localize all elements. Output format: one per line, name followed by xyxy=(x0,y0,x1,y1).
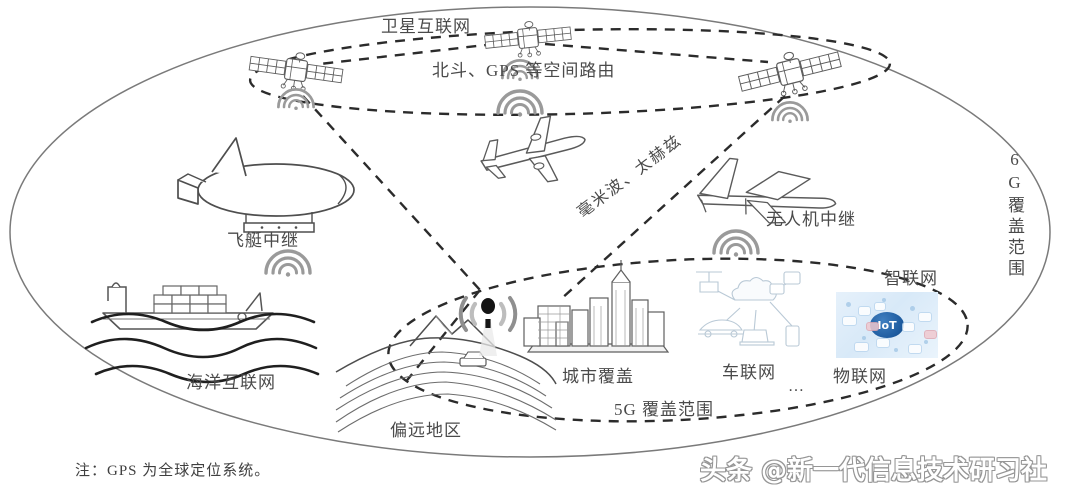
label-vehicle-network: 车联网 xyxy=(722,363,776,382)
satellite-right-signal-icon xyxy=(771,101,809,125)
iot-node-dot xyxy=(882,298,886,302)
satellite-left-signal-icon xyxy=(277,88,315,112)
link-right-sat-to-ground xyxy=(559,95,786,301)
airplane-icon xyxy=(480,115,586,183)
label-space-routing: 北斗、GPS 等空间路由 xyxy=(432,61,616,80)
dashed-link-lines xyxy=(302,40,786,385)
label-intelligent-network: 智联网 xyxy=(884,269,938,288)
iot-node-dot xyxy=(924,340,928,344)
label-iot-network: 物联网 xyxy=(833,367,887,386)
airship-signal-icon xyxy=(264,249,312,279)
iot-core-label: IoT xyxy=(870,312,904,338)
vehicle-network-cloud-icon xyxy=(696,271,801,347)
cell-tower-icon xyxy=(458,296,518,356)
outer-6g-boundary xyxy=(9,6,1051,458)
watermark: 头条 @新一代信息技术研习社 xyxy=(700,456,1048,486)
label-uav-relay: 无人机中继 xyxy=(766,210,856,229)
iot-node-chip xyxy=(902,322,915,332)
iot-node-chip xyxy=(854,342,869,352)
satellite-top-icon xyxy=(483,16,574,62)
iot-node-chip xyxy=(924,330,937,339)
label-5g-coverage: 5G 覆盖范围 xyxy=(614,400,715,419)
iot-node-dot xyxy=(862,336,866,340)
airship-icon xyxy=(177,137,355,233)
satellite-layer-ellipse xyxy=(248,27,892,117)
iot-node-chip xyxy=(858,306,871,316)
link-left-sat-to-ground xyxy=(302,95,481,291)
uav-signal-icon xyxy=(712,229,760,259)
city-skyline-icon xyxy=(523,260,670,353)
cargo-ship-icon xyxy=(102,282,274,330)
iot-illustration-panel: IoT xyxy=(836,292,938,358)
iot-node-chip xyxy=(866,322,879,331)
farmland-terrain-icon xyxy=(335,315,557,433)
label-satellite-internet: 卫星互联网 xyxy=(381,17,471,36)
label-airship-relay: 飞艇中继 xyxy=(227,231,299,250)
footer-note: 注：GPS 为全球定位系统。 xyxy=(75,463,271,479)
iot-node-chip xyxy=(842,316,857,326)
link-ground-to-leftlow xyxy=(403,289,481,385)
iot-node-chip xyxy=(874,302,886,311)
label-remote-area: 偏远地区 xyxy=(390,421,462,440)
link-topsat-to-leftsat xyxy=(319,40,513,66)
iot-node-dot xyxy=(846,302,851,307)
ground-5g-ellipse xyxy=(387,257,969,423)
iot-node-chip xyxy=(908,344,922,354)
label-6g-coverage: 6G覆盖范围 xyxy=(1005,150,1024,280)
ocean-waves-icon xyxy=(84,312,320,384)
iot-node-chip xyxy=(918,312,932,322)
label-urban-coverage: 城市覆盖 xyxy=(562,367,634,386)
label-ocean-internet: 海洋互联网 xyxy=(186,373,276,392)
iot-node-chip xyxy=(876,338,890,348)
uav-drone-icon xyxy=(696,157,837,224)
iot-node-dot xyxy=(894,348,898,352)
link-topsat-to-rightsat xyxy=(544,42,769,64)
label-ellipsis: … xyxy=(788,378,807,395)
airplane-signal-icon xyxy=(496,89,544,119)
iot-node-dot xyxy=(910,306,915,311)
